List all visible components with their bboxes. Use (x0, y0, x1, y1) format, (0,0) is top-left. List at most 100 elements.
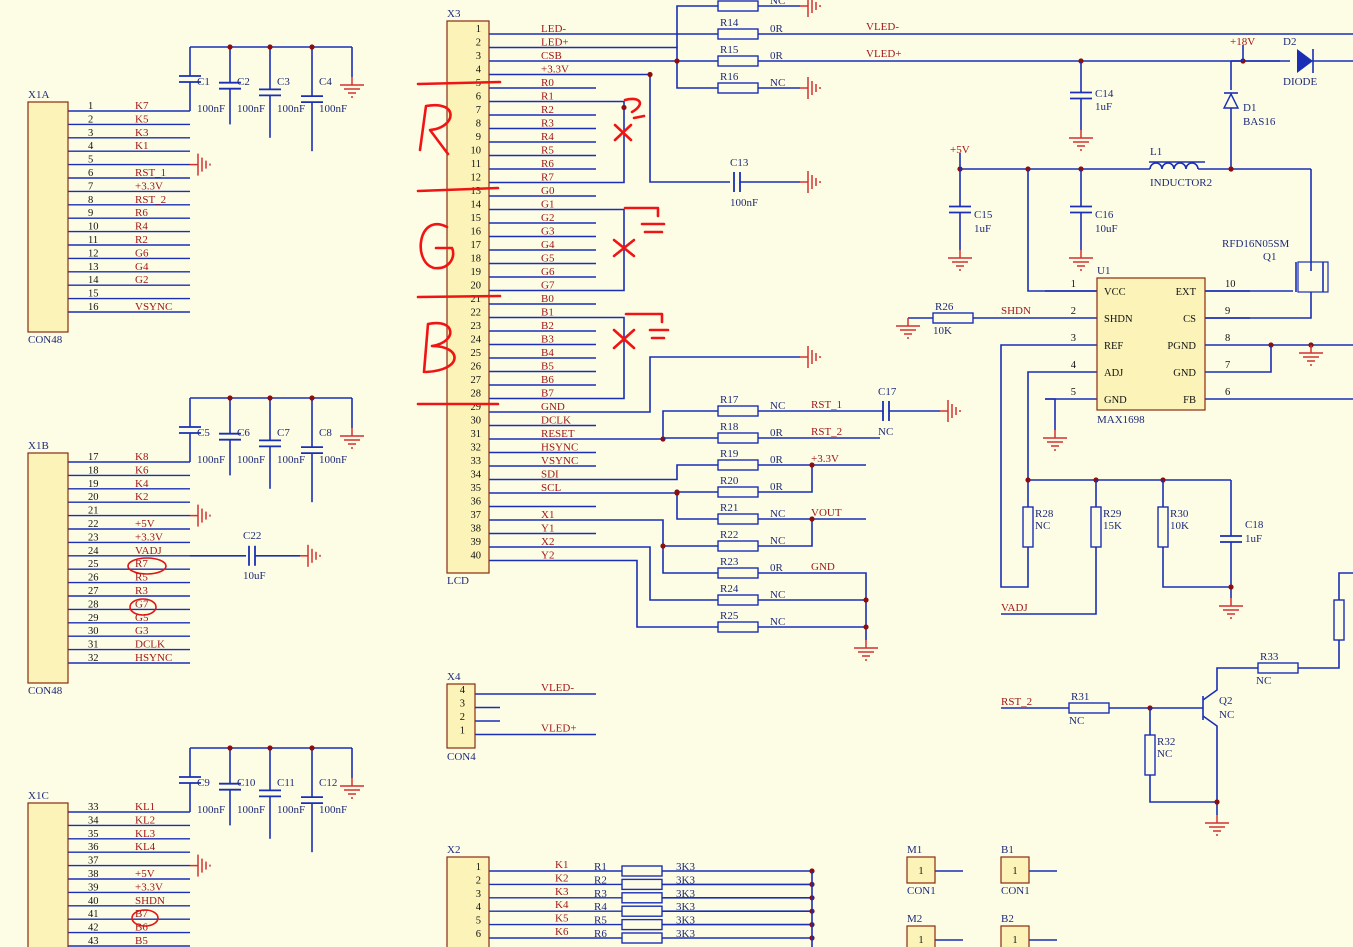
u1-pin-name: VCC (1104, 287, 1126, 298)
net-vout: VOUT (811, 507, 842, 519)
x1b-pin-number: 18 (88, 465, 99, 476)
x3-pin-number: 30 (471, 416, 482, 427)
cap-value: 100nF (197, 454, 225, 466)
x3-pin-net: G6 (541, 266, 555, 278)
net-rst2-b: RST_2 (1001, 696, 1032, 708)
x3-pin-number: 28 (471, 389, 482, 400)
x1b-pin-number: 21 (88, 506, 99, 517)
net-5v: +5V (950, 144, 970, 156)
junction-dot (267, 745, 273, 751)
x3-pin-number: 7 (476, 105, 481, 116)
x1c-pin-number: 35 (88, 829, 99, 840)
u1-pin-number: 3 (1071, 333, 1076, 344)
net-vled-plus: VLED+ (866, 48, 902, 60)
x3-pin-net: B4 (541, 347, 554, 359)
x1a-pin-number: 9 (88, 208, 93, 219)
separator-line (416, 294, 502, 299)
x-mark (612, 238, 636, 258)
x1a-pin-number: 16 (88, 302, 99, 313)
x1b-pin-net: G3 (135, 625, 149, 637)
r26-value: 10K (933, 325, 952, 337)
r23-value: 0R (770, 562, 784, 574)
x1a-type: CON48 (28, 334, 63, 346)
cap-value: 100nF (237, 103, 265, 115)
cap-value: 100nF (277, 103, 305, 115)
x1b-pin-number: 28 (88, 599, 99, 610)
x1b-pin-number: 22 (88, 519, 99, 530)
x1a-pin-net: R4 (135, 221, 148, 233)
net-vled-minus: VLED- (866, 21, 899, 33)
cap-ref: C9 (197, 777, 210, 789)
x1a-pin-net: K5 (135, 113, 149, 125)
b1-pin: 1 (1012, 866, 1017, 877)
r18 (717, 432, 759, 444)
x2-pin-number: 6 (476, 929, 481, 940)
x3-pin-number: 15 (471, 213, 482, 224)
r18-ref: R18 (720, 421, 739, 433)
x2-resistor (621, 905, 663, 917)
cap-value: 100nF (237, 454, 265, 466)
x1c-ref: X1C (28, 790, 49, 802)
wire (596, 356, 800, 413)
r25 (717, 621, 759, 633)
x1a-pin-number: 13 (88, 262, 99, 273)
u1-pin-number: 7 (1225, 360, 1230, 371)
x1a-pin-net: RST_1 (135, 167, 166, 179)
u1-pin-name: REF (1104, 341, 1123, 352)
x1a-pin-net: K1 (135, 140, 148, 152)
x1b-pin-net: K4 (135, 478, 149, 490)
x3-pin-net: CSB (541, 50, 562, 62)
wire (1298, 640, 1340, 669)
x1c-body (27, 802, 69, 947)
r14-ref: R14 (720, 17, 739, 29)
terminator-mark (623, 206, 666, 234)
wire (758, 572, 867, 640)
x4-pin-net: VLED+ (541, 723, 577, 735)
r24-ref: R24 (720, 583, 739, 595)
junction-dot (267, 395, 273, 401)
r20 (717, 486, 759, 498)
wire (1149, 775, 1217, 803)
x3-pin-net: B5 (541, 361, 554, 373)
x3-pin-number: 36 (471, 497, 482, 508)
x1b-pin-net: K6 (135, 464, 149, 476)
x3-pin-net: R7 (541, 172, 554, 184)
c22-value: 10uF (243, 570, 266, 582)
net-rst1: RST_1 (811, 399, 842, 411)
junction-dot (621, 104, 627, 111)
ground-symbol (800, 0, 821, 17)
junction-dot (674, 58, 680, 64)
x3-pin-net: G0 (541, 185, 555, 197)
x1c-pin-number: 40 (88, 896, 99, 907)
b1-type: CON1 (1001, 885, 1030, 897)
x2-pin-net: K3 (555, 886, 569, 898)
junction-dot (660, 436, 666, 442)
x1a-pin-number: 2 (88, 114, 93, 125)
r17-ref: R17 (720, 394, 739, 406)
separator-line (416, 80, 502, 86)
m1-body (906, 856, 936, 884)
x1b-pin-number: 27 (88, 586, 99, 597)
x1a-pin-number: 1 (88, 101, 93, 112)
x2-pin-number: 1 (476, 862, 481, 873)
cap-value: 100nF (319, 454, 347, 466)
wire (1338, 572, 1353, 600)
wire (596, 410, 718, 440)
x4-ref: X4 (447, 671, 461, 683)
x1b-pin-net: G7 (135, 598, 149, 610)
junction-dot (863, 597, 869, 603)
x3-type: LCD (447, 575, 469, 587)
r24 (717, 594, 759, 606)
r19-ref: R19 (720, 448, 739, 460)
ground-symbol (948, 250, 972, 271)
r15 (717, 55, 759, 67)
cap-ref: C1 (197, 76, 210, 88)
junction-dot (309, 44, 315, 50)
l1-ref: L1 (1150, 146, 1162, 158)
d1-diode (1222, 92, 1240, 109)
r17 (717, 405, 759, 417)
red-letter-r (418, 103, 452, 156)
r14-value: 0R (770, 23, 784, 35)
x3-pin-net: R0 (541, 77, 554, 89)
r29-ref: R29 (1103, 508, 1122, 520)
